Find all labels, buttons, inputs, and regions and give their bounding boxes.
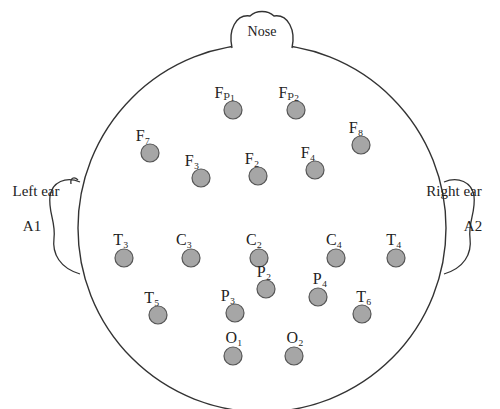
nose-outline — [231, 12, 293, 49]
ear-label: Left ear — [12, 183, 59, 200]
electrode — [115, 249, 133, 267]
electrode — [182, 249, 200, 267]
electrode — [352, 136, 370, 154]
electrode — [226, 304, 244, 322]
electrode-label: P₃ — [221, 287, 235, 305]
electrode-label: F₄ — [301, 144, 315, 162]
electrode — [287, 101, 305, 119]
reference-label: A1 — [23, 218, 41, 235]
electrode — [327, 249, 345, 267]
electrode — [224, 347, 242, 365]
electrode — [192, 169, 210, 187]
electrode-label: C₂ — [246, 231, 262, 249]
electrode-label: O₂ — [286, 329, 303, 347]
nose-label: Nose — [248, 24, 277, 39]
electrode-label: C₃ — [176, 231, 192, 249]
electrode — [309, 288, 327, 306]
electrode-label: F₃ — [185, 152, 199, 170]
left-ear-notch — [71, 178, 78, 184]
ear-label: Right ear — [426, 183, 481, 200]
electrode-label: P₂ — [257, 263, 271, 281]
electrode-label: T₆ — [356, 288, 371, 306]
electrode-label: F₇ — [136, 127, 150, 145]
electrode-label: F₈ — [349, 119, 363, 137]
electrode — [306, 161, 324, 179]
head-outline — [78, 44, 446, 409]
electrode — [224, 101, 242, 119]
electrode — [249, 167, 267, 185]
electrode-label: F₂ — [245, 150, 259, 168]
electrode-label: Fₚ₂ — [279, 84, 300, 102]
electrode — [141, 144, 159, 162]
electrode-label: O₁ — [225, 329, 242, 347]
electrode-label: C₄ — [326, 231, 342, 249]
electrode-label: T₃ — [113, 231, 128, 249]
electrode-label: T₄ — [386, 231, 401, 249]
electrode — [353, 305, 371, 323]
electrode-label: Fₚ₁ — [215, 84, 236, 102]
reference-label: A2 — [464, 218, 482, 235]
electrode — [149, 306, 167, 324]
electrode — [285, 347, 303, 365]
electrode — [387, 249, 405, 267]
electrode-label: P₄ — [313, 270, 327, 288]
electrode-label: T₅ — [144, 289, 159, 307]
electrode — [257, 280, 275, 298]
